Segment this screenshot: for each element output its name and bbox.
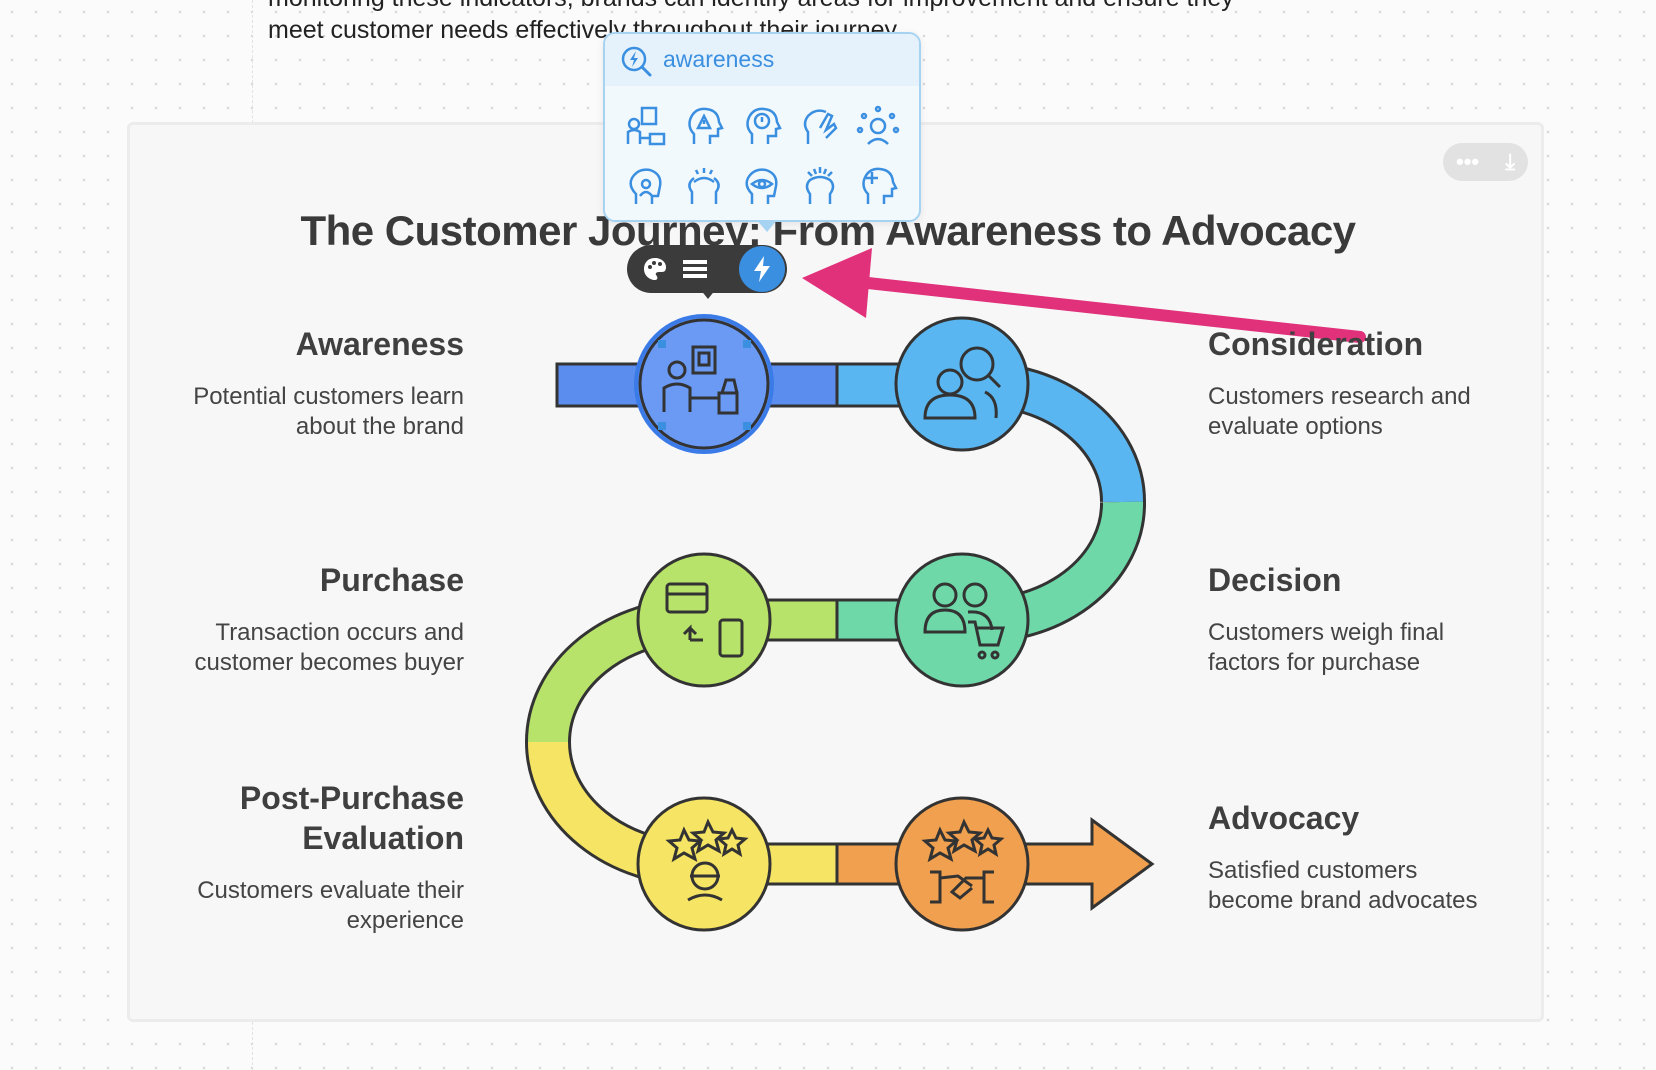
stage-title-post-purchase-evaluation[interactable]: Post-Purchase Evaluation: [240, 778, 464, 858]
head-radiating-icon[interactable]: [849, 96, 907, 156]
stage-desc-line: evaluate options: [1208, 413, 1383, 440]
stage-desc-line: become brand advocates: [1208, 887, 1478, 914]
stage-desc-post-purchase-evaluation[interactable]: Customers evaluate their experience: [197, 876, 464, 936]
palette-icon[interactable]: [635, 249, 675, 289]
bolt-icon[interactable]: [739, 246, 785, 292]
stage-desc-awareness[interactable]: Potential customers learn about the bran…: [193, 382, 464, 442]
stage-desc-advocacy[interactable]: Satisfied customers become brand advocat…: [1208, 856, 1478, 916]
head-idea-icon[interactable]: [733, 96, 791, 156]
annotation-arrow-shaft: [862, 277, 1366, 343]
stage-circle-advocacy: [894, 796, 1030, 932]
stars-handshake-icon: [921, 818, 1005, 904]
person-billboard-icon: [662, 345, 739, 415]
stage-desc-line: Customers evaluate their: [197, 877, 464, 904]
stage-title-advocacy[interactable]: Advocacy: [1208, 800, 1360, 836]
stage-desc-line: Satisfied customers: [1208, 857, 1418, 884]
stage-circle-purchase: [636, 552, 772, 688]
head-plus-icon[interactable]: [849, 156, 907, 216]
more-options-button[interactable]: •••: [1456, 149, 1480, 174]
stage-desc-line: Customers weigh final: [1208, 619, 1445, 646]
toolbar-pointer: [700, 289, 716, 299]
stage-desc-decision[interactable]: Customers weigh final factors for purcha…: [1208, 618, 1444, 678]
stage-circle-awareness: [634, 314, 774, 454]
stage-title-line: Evaluation: [302, 820, 464, 856]
search-icon: [621, 46, 652, 77]
stage-circle-consideration: [894, 316, 1030, 452]
head-sparks-icon[interactable]: [675, 156, 733, 216]
card-to-phone-icon: [665, 582, 744, 658]
stage-desc-line: Transaction occurs and: [215, 619, 464, 646]
list-icon[interactable]: [675, 249, 715, 289]
stage-desc-line: Customers research and: [1208, 383, 1471, 410]
head-rays-icon[interactable]: [791, 156, 849, 216]
stage-circle-decision: [894, 552, 1030, 688]
element-toolbar: [627, 245, 787, 293]
annotation-arrow-head: [802, 248, 872, 318]
stage-title-line: Post-Purchase: [239, 780, 464, 816]
icon-search-popover: [603, 32, 921, 222]
people-cart-icon: [923, 582, 1006, 660]
stage-desc-line: Potential customers learn: [193, 383, 464, 410]
download-button[interactable]: ⤓: [1505, 149, 1515, 174]
stage-circle-post-purchase-evaluation: [636, 796, 772, 932]
stage-desc-line: about the brand: [295, 413, 464, 440]
stage-title-purchase[interactable]: Purchase: [319, 562, 464, 598]
popover-pointer: [757, 220, 777, 232]
stars-person-icon: [665, 818, 749, 902]
icon-results-grid: [617, 96, 911, 216]
stage-desc-purchase[interactable]: Transaction occurs and customer becomes …: [195, 618, 464, 678]
stage-desc-consideration[interactable]: Customers research and evaluate options: [1208, 382, 1471, 442]
card-actions: ••• ⤓: [1443, 143, 1528, 181]
stage-desc-line: experience: [346, 907, 464, 934]
document-paragraph-line: monitoring these indicators, brands can …: [268, 0, 1234, 13]
stage-title-decision[interactable]: Decision: [1208, 562, 1342, 598]
head-person-icon[interactable]: [617, 156, 675, 216]
stage-title-consideration[interactable]: Consideration: [1208, 326, 1424, 362]
head-hand-icon[interactable]: [791, 96, 849, 156]
head-eye-icon[interactable]: [733, 156, 791, 216]
stage-desc-line: factors for purchase: [1208, 649, 1421, 676]
stage-title-awareness[interactable]: Awareness: [295, 326, 464, 362]
icon-search-bar: [605, 34, 919, 86]
stage-desc-line: customer becomes buyer: [194, 649, 464, 676]
person-billboard-icon[interactable]: [617, 96, 675, 156]
icon-search-input[interactable]: [663, 42, 883, 76]
head-alert-icon[interactable]: [675, 96, 733, 156]
person-search-icon: [923, 346, 1002, 420]
